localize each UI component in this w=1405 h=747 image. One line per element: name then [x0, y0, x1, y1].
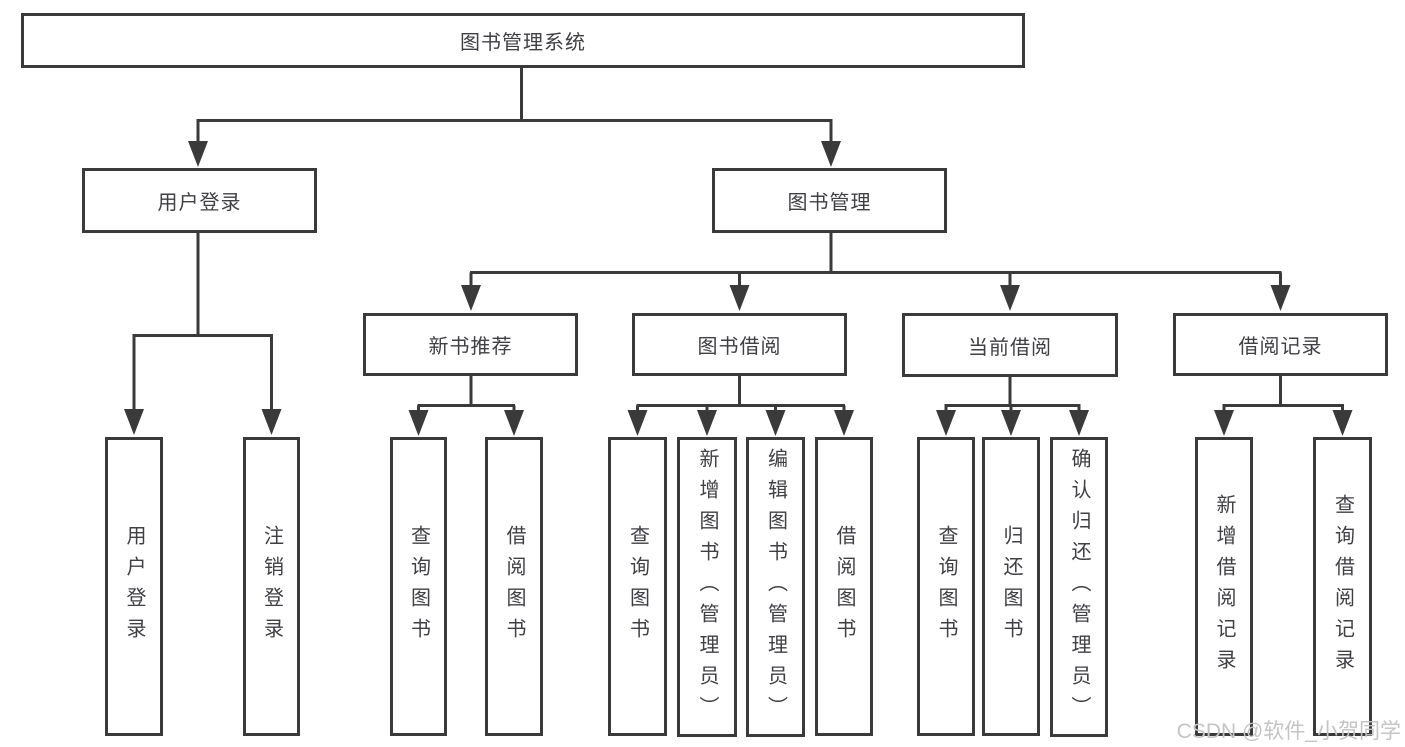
node-label: 查询图书 [626, 524, 649, 649]
node-label: 借阅记录 [1238, 336, 1323, 358]
node-user-login: 用户登录 [82, 168, 317, 233]
node-new-book-recommendation: 新书推荐 [363, 313, 578, 376]
node-label: 新书推荐 [428, 336, 513, 358]
node-current-borrowing: 当前借阅 [902, 313, 1118, 377]
csdn-watermark: CSDN @软件_小贺同学 [1176, 720, 1401, 743]
node-borrowing-records: 借阅记录 [1173, 313, 1388, 376]
leaf-query-books-recommend: 查询图书 [390, 437, 447, 736]
node-label: 图书借阅 [697, 336, 782, 358]
node-book-management: 图书管理 [712, 168, 947, 233]
node-label: 借阅图书 [503, 524, 525, 649]
node-label: 归还图书 [1000, 524, 1022, 649]
leaf-add-books-admin: 新增图书（管理员） [677, 437, 737, 737]
node-label: 图书管理 [787, 192, 872, 214]
node-label: 用户登录 [157, 192, 242, 214]
node-label: 查询图书 [935, 524, 957, 649]
leaf-borrow-books-recommend: 借阅图书 [485, 437, 543, 736]
leaf-user-login: 用户登录 [105, 437, 163, 736]
leaf-borrow-books: 借阅图书 [815, 437, 873, 736]
node-label: 图书管理系统 [460, 32, 586, 54]
node-label: 借阅图书 [833, 524, 855, 649]
leaf-query-books-current: 查询图书 [917, 437, 975, 736]
node-label: 查询借阅记录 [1331, 493, 1354, 680]
leaf-return-books: 归还图书 [982, 437, 1040, 736]
node-label: 编辑图书（管理员） [764, 447, 787, 727]
node-label: 确认归还（管理员） [1068, 447, 1090, 727]
node-label: 新增图书（管理员） [696, 447, 718, 727]
node-label: 注销登录 [260, 524, 283, 649]
node-label: 用户登录 [123, 524, 145, 649]
leaf-query-books: 查询图书 [608, 437, 667, 736]
node-book-borrowing: 图书借阅 [632, 313, 847, 376]
node-label: 当前借阅 [968, 336, 1052, 359]
node-label: 新增借阅记录 [1213, 493, 1235, 680]
leaf-edit-books-admin: 编辑图书（管理员） [746, 437, 805, 737]
leaf-confirm-return-admin: 确认归还（管理员） [1050, 437, 1108, 737]
node-library-management-system: 图书管理系统 [21, 13, 1025, 68]
leaf-add-borrow-record: 新增借阅记录 [1195, 437, 1253, 736]
leaf-query-borrow-record: 查询借阅记录 [1313, 437, 1372, 736]
leaf-logout: 注销登录 [243, 437, 300, 736]
node-label: 查询图书 [407, 524, 430, 649]
